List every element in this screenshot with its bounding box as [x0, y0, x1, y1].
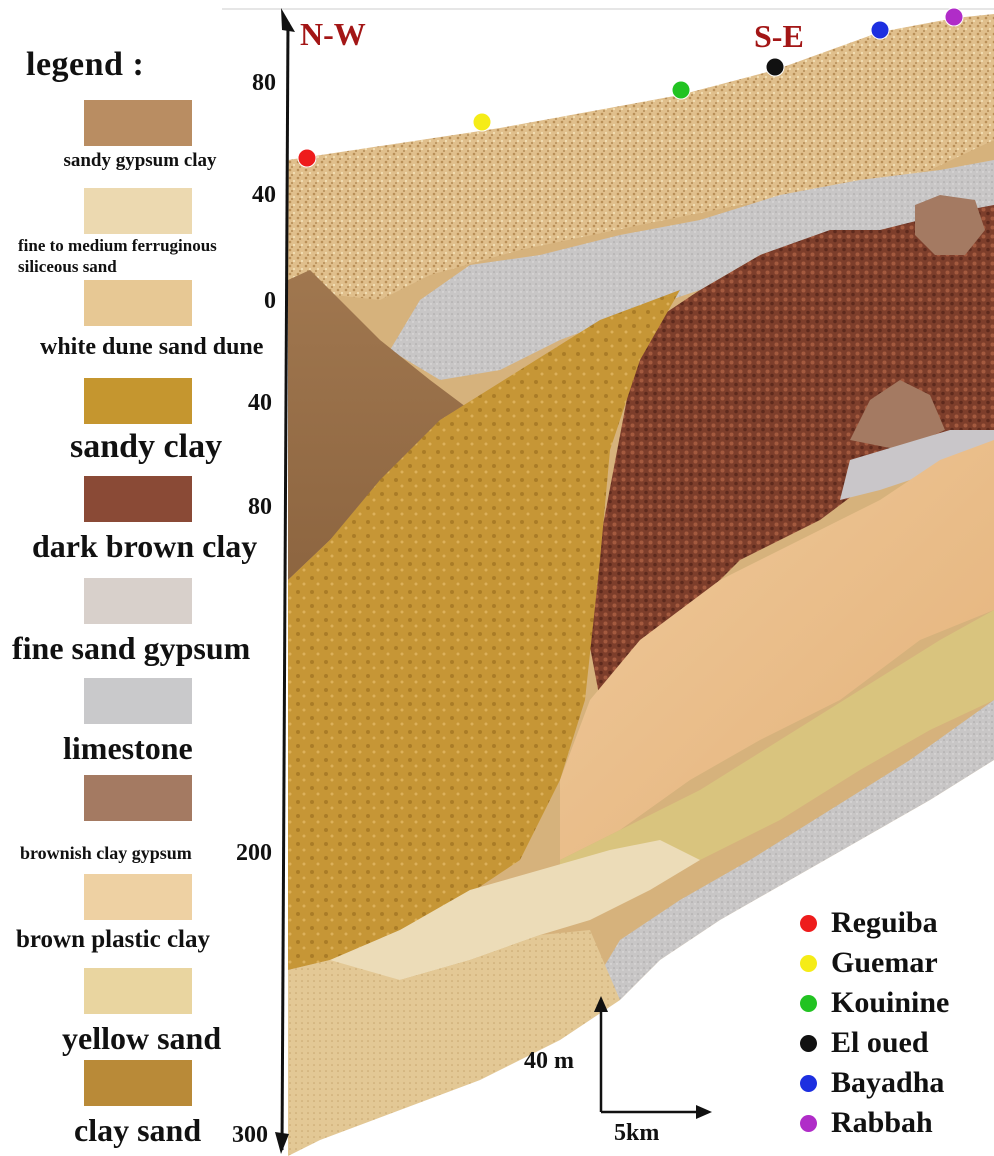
swatch-brown-plastic-clay — [84, 874, 192, 920]
marker-rabbah — [945, 8, 963, 26]
swatch-dark-brown-clay — [84, 476, 192, 522]
depth-tick-label: 0 — [264, 288, 276, 315]
location-item-guemar: Guemar — [800, 945, 938, 981]
swatch-white-dune-sand — [84, 280, 192, 326]
axis-arrow-top-icon — [281, 8, 295, 32]
direction-south-east: S-E — [754, 18, 804, 55]
label-ferruginous-sand-line1: fine to medium ferruginous — [18, 236, 298, 256]
depth-tick-label: 300 — [232, 1122, 268, 1149]
swatch-limestone — [84, 678, 192, 724]
marker-reguiba — [298, 149, 316, 167]
label-sandy-gypsum-clay: sandy gypsum clay — [0, 150, 280, 172]
location-dot-icon — [800, 955, 817, 972]
location-name: Bayadha — [831, 1066, 944, 1100]
location-name: El oued — [831, 1026, 929, 1060]
swatch-sandy-gypsum-clay — [84, 100, 192, 146]
marker-el-oued — [766, 58, 784, 76]
location-item-el-oued: El oued — [800, 1025, 929, 1061]
depth-tick-label: 80 — [248, 494, 272, 521]
depth-tick-label: 40 — [248, 390, 272, 417]
depth-axis-line — [282, 22, 288, 1150]
label-yellow-sand: yellow sand — [62, 1020, 342, 1057]
location-name: Guemar — [831, 946, 938, 980]
location-dot-icon — [800, 1075, 817, 1092]
label-ferruginous-sand-line2: siliceous sand — [18, 257, 298, 277]
location-dot-icon — [800, 915, 817, 932]
label-white-dune-sand: white dune sand dune — [40, 334, 320, 361]
depth-tick-label: 80 — [252, 70, 276, 97]
marker-bayadha — [871, 21, 889, 39]
direction-north-west: N-W — [300, 16, 366, 53]
scale-horizontal-label: 5km — [614, 1120, 659, 1147]
location-item-kouinine: Kouinine — [800, 985, 949, 1021]
scale-vertical-label: 40 m — [524, 1048, 574, 1075]
legend-title: legend : — [26, 46, 144, 84]
location-item-bayadha: Bayadha — [800, 1065, 944, 1101]
label-dark-brown-clay: dark brown clay — [32, 528, 312, 565]
swatch-clay-sand — [84, 1060, 192, 1106]
depth-tick-label: 40 — [252, 182, 276, 209]
location-name: Reguiba — [831, 906, 938, 940]
location-dot-icon — [800, 1115, 817, 1132]
swatch-ferruginous-siliceous-sand — [84, 188, 192, 234]
label-fine-sand-gypsum: fine sand gypsum — [12, 630, 292, 667]
marker-kouinine — [672, 81, 690, 99]
location-item-reguiba: Reguiba — [800, 905, 938, 941]
label-clay-sand: clay sand — [74, 1112, 354, 1149]
location-dot-icon — [800, 1035, 817, 1052]
label-limestone: limestone — [63, 730, 343, 767]
swatch-sandy-clay — [84, 378, 192, 424]
marker-guemar — [473, 113, 491, 131]
depth-tick-label: 200 — [236, 840, 272, 867]
location-item-rabbah: Rabbah — [800, 1105, 933, 1141]
legend-panel: legend : sandy gypsum clay fine to mediu… — [0, 0, 280, 1156]
swatch-fine-sand-gypsum — [84, 578, 192, 624]
location-name: Kouinine — [831, 986, 949, 1020]
swatch-brownish-clay-gypsum — [84, 775, 192, 821]
label-brown-plastic-clay: brown plastic clay — [16, 926, 296, 954]
location-dot-icon — [800, 995, 817, 1012]
label-sandy-clay: sandy clay — [70, 428, 350, 466]
location-name: Rabbah — [831, 1106, 933, 1140]
swatch-yellow-sand — [84, 968, 192, 1014]
